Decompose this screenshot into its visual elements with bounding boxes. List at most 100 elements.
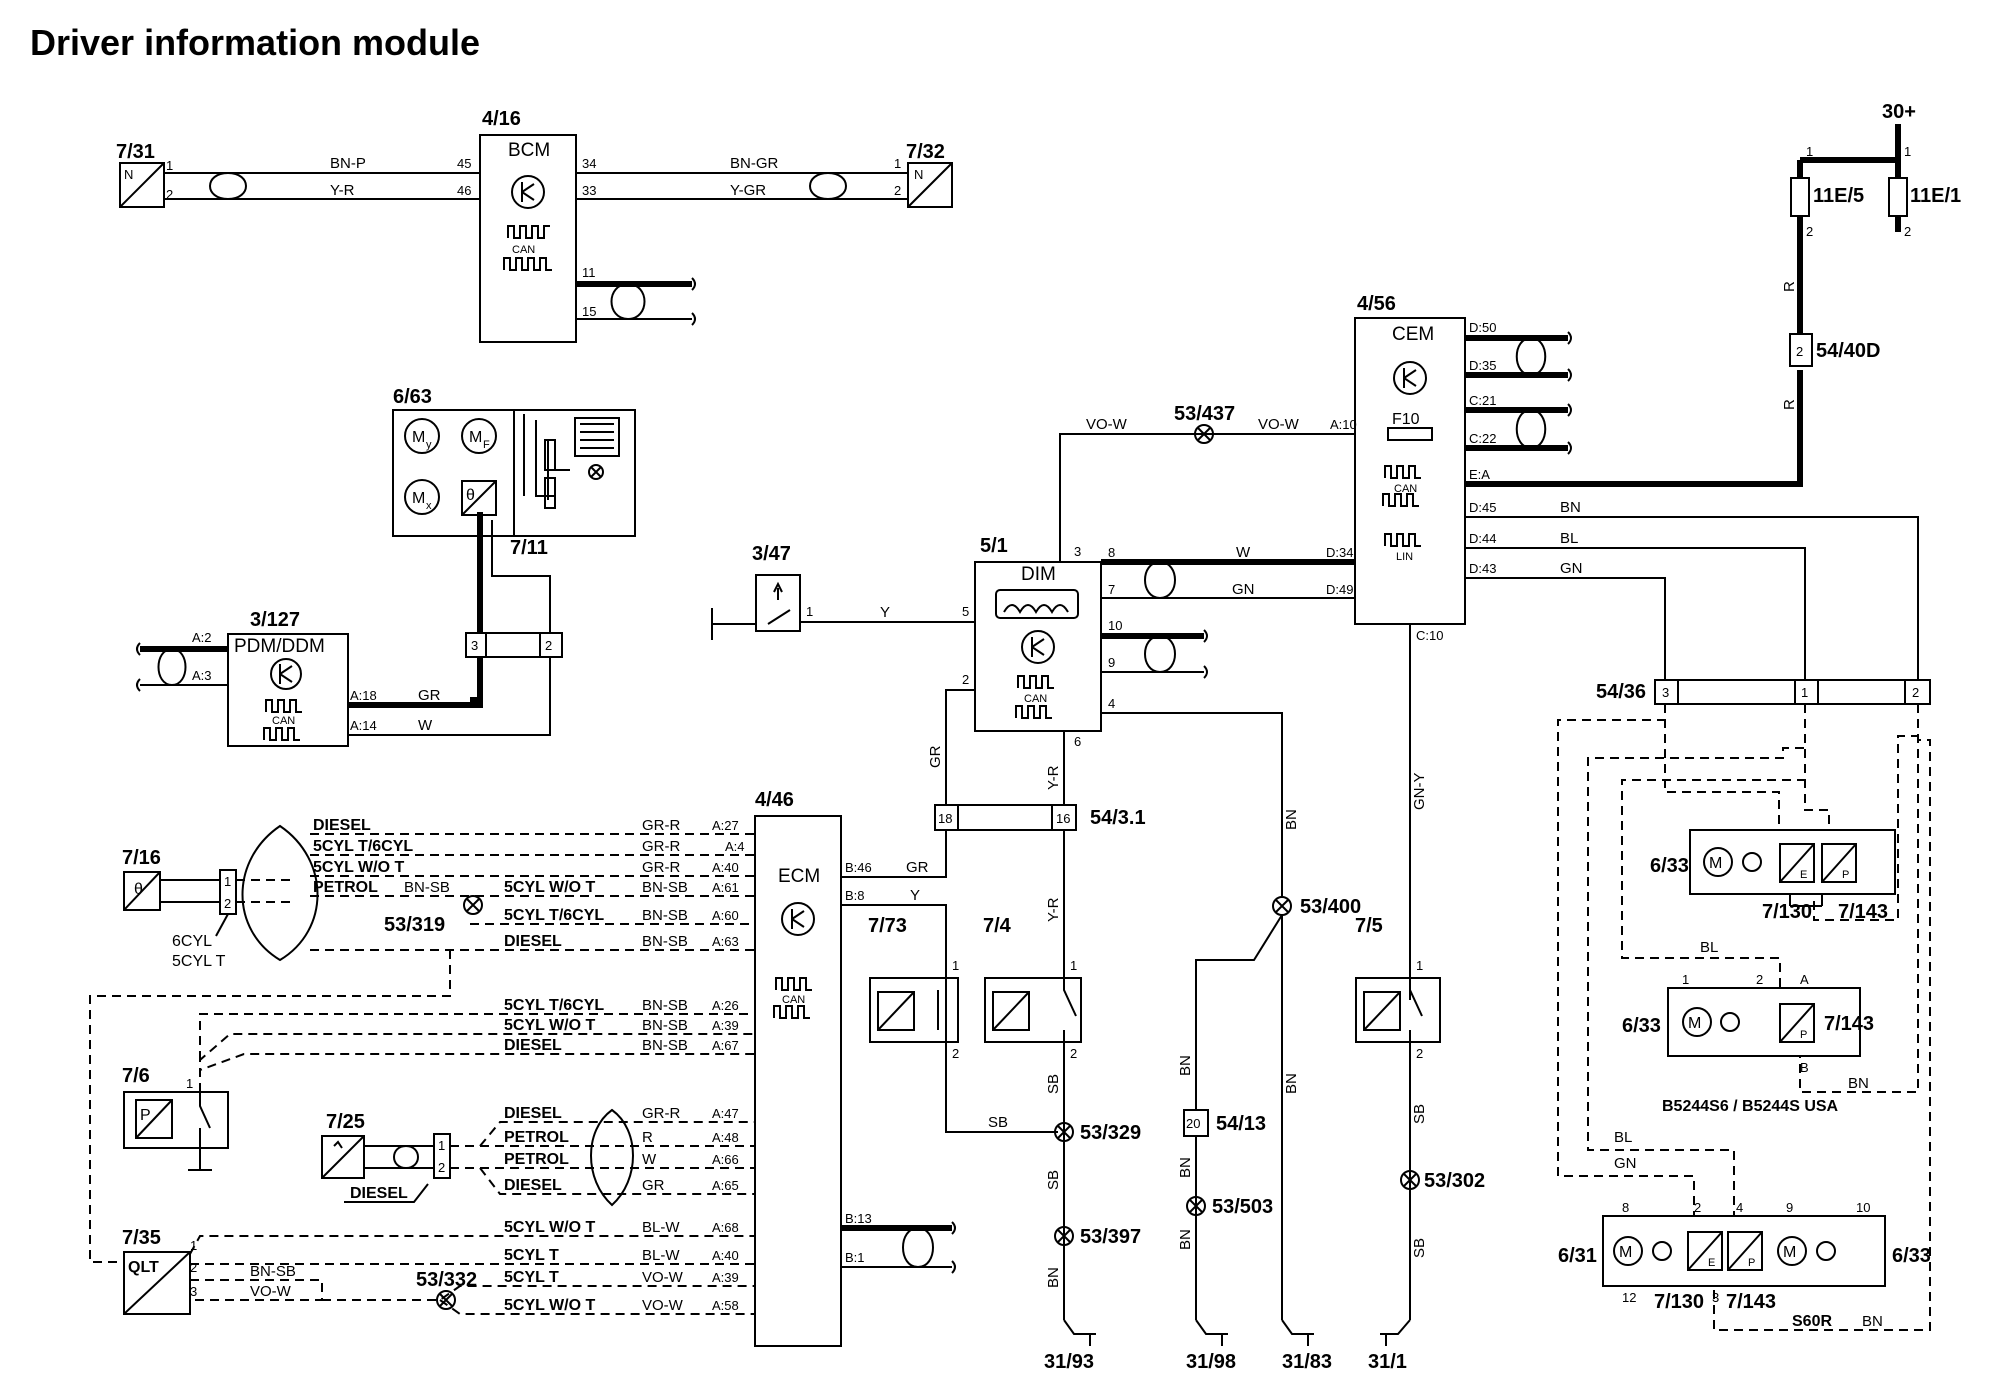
can-signal-icon <box>775 977 812 991</box>
sensor-note: 6CYL <box>172 933 212 950</box>
wire-label: BL-W <box>642 1219 680 1236</box>
unit-c-ref-left: 6/31 <box>1558 1245 1597 1267</box>
splice-cross <box>1189 1199 1203 1213</box>
pin-label: A:58 <box>712 1298 739 1313</box>
switch-7-4-ref: 7/4 <box>983 915 1012 937</box>
wire-gr <box>348 657 483 708</box>
variant-label: 5CYL T/6CYL <box>504 997 604 1014</box>
splice-cross <box>1275 899 1289 913</box>
wire-label: BL-W <box>642 1247 680 1264</box>
wire-label: BN <box>1045 1267 1062 1288</box>
pin-label: C:21 <box>1469 393 1496 408</box>
pin-label: 2 <box>190 1260 197 1275</box>
pin-label: A:27 <box>712 818 739 833</box>
motor-icon <box>1682 1007 1712 1037</box>
pin-label: D:49 <box>1326 582 1353 597</box>
motor-letter: M <box>1619 1244 1632 1261</box>
pin-label: 2 <box>1756 972 1763 987</box>
dashed-wire <box>89 950 451 1263</box>
wire-y-sb <box>841 904 1058 1133</box>
sensor-p-icon <box>1779 1003 1815 1043</box>
ecm-harness-group: 7/16 θ 1 2 6CYL 5CYL T DIESEL 5CYL T/6CY… <box>89 817 755 1315</box>
wire-label: BN <box>1177 1055 1194 1076</box>
can-label: CAN <box>272 715 295 727</box>
pin-label: 1 <box>1801 685 1808 700</box>
sensor-unit-b <box>1667 987 1861 1057</box>
wire-label: BN <box>1177 1157 1194 1178</box>
ecm-group: 4/46 ECM CAN B:46 B:8 GR Y SB B:13 B:1 1… <box>754 789 1146 1347</box>
can-label: CAN <box>512 244 535 256</box>
pin-label: A:63 <box>712 934 739 949</box>
twist-icon <box>610 282 646 321</box>
pin-label: 1 <box>806 604 813 619</box>
wire-label: GR-R <box>642 817 680 834</box>
transistor-icon <box>1031 637 1045 657</box>
motor-letter: M <box>469 429 482 446</box>
ground-label: 31/93 <box>1044 1351 1094 1373</box>
pin-label: 10 <box>1856 1200 1870 1215</box>
can-signal-icon <box>263 727 300 741</box>
pin-label: A:65 <box>712 1178 739 1193</box>
dashed-wire <box>199 1053 755 1092</box>
ground-label: 31/83 <box>1282 1351 1332 1373</box>
theta-symbol: θ <box>466 487 475 504</box>
pin-label: 2 <box>224 896 231 911</box>
twist-icon <box>157 647 187 687</box>
pin-label: A:40 <box>712 1248 739 1263</box>
motor-icon <box>404 479 440 515</box>
pin-label: 33 <box>582 183 596 198</box>
motor-letter: M <box>412 429 425 446</box>
splice-icon <box>463 895 483 915</box>
page-title: Driver information module <box>30 22 481 63</box>
ecm-name: ECM <box>778 866 820 887</box>
wire-label: Y <box>880 604 890 621</box>
ground-icon <box>1195 1319 1228 1346</box>
switch-ground-icon <box>188 1092 212 1171</box>
pin-label: 34 <box>582 156 596 171</box>
dashed-wire <box>199 1013 755 1060</box>
heater-icon <box>574 417 620 457</box>
pin-label: B:13 <box>845 1211 872 1226</box>
unit-c-sub: 7/130 <box>1654 1291 1704 1313</box>
transistor-icon <box>1403 368 1417 388</box>
pin-label: 12 <box>1622 1290 1636 1305</box>
switches-group: 7/73 1 2 7/4 1 2 SB SB BN 53/329 53/397 … <box>868 896 1485 1373</box>
sensor-7-16-ref: 7/16 <box>122 847 161 869</box>
pin-label: 2 <box>894 183 901 198</box>
pin-label: B:1 <box>845 1250 865 1265</box>
sensor-7-6 <box>123 1091 229 1149</box>
pin-label: 1 <box>438 1138 445 1153</box>
pin-label: 1 <box>1806 144 1813 159</box>
sensor-7-16 <box>123 871 161 911</box>
pin-label: B:46 <box>845 860 872 875</box>
wire-label: SB <box>1411 1238 1428 1258</box>
connector-54-13-ref: 54/13 <box>1216 1113 1266 1135</box>
ground-label: 31/98 <box>1186 1351 1236 1373</box>
pin-label: 3 <box>190 1284 197 1299</box>
ecm-module <box>754 815 842 1347</box>
pdm-ref: 3/127 <box>250 609 300 631</box>
switch-7-73-ref: 7/73 <box>868 915 907 937</box>
splice-icon <box>436 1290 456 1310</box>
pin-label: 10 <box>1108 618 1122 633</box>
pin-label: 18 <box>938 811 952 826</box>
motor-letter: M <box>1709 855 1722 872</box>
splice-label: 53/302 <box>1424 1170 1485 1192</box>
unit-b-caption: B5244S6 / B5244S USA <box>1662 1098 1839 1115</box>
lin-signal-icon <box>1384 533 1421 547</box>
wire-gn <box>1465 577 1666 690</box>
pin-label: B <box>1800 1060 1809 1075</box>
pin-label: 1 <box>190 1238 197 1253</box>
fuse-icon <box>1888 177 1908 217</box>
dim-group: 3/47 1 Y 5/1 DIM CAN 5 3 8 7 10 9 2 4 6 … <box>711 403 1372 897</box>
wire-label: R <box>1781 281 1798 292</box>
pin-label: 45 <box>457 156 471 171</box>
arrow <box>215 913 229 937</box>
unit-c-sub: 7/143 <box>1726 1291 1776 1313</box>
sensor-leads <box>160 879 220 903</box>
wire-w <box>348 657 551 736</box>
supply-label: 30+ <box>1882 101 1916 123</box>
pin-label: 1 <box>1070 958 1077 973</box>
sensor-icon <box>992 991 1030 1031</box>
